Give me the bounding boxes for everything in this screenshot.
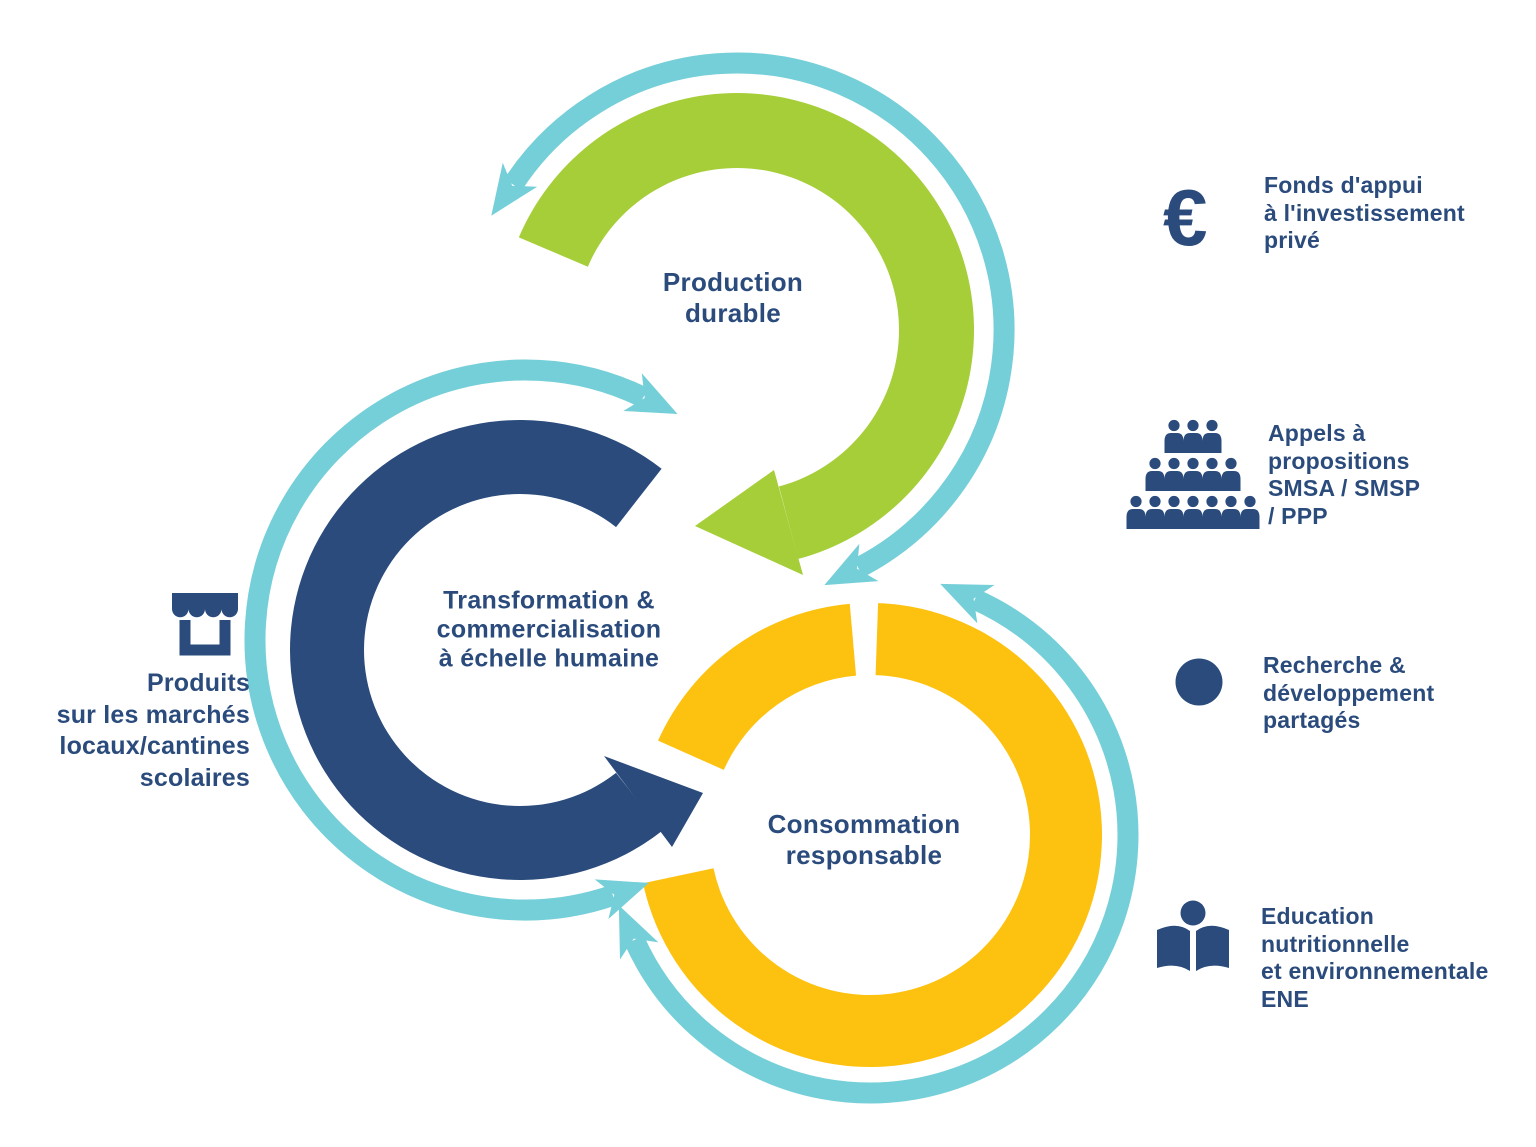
note-line: partagés [1263,707,1361,733]
note-line: SMSA / SMSP [1268,475,1421,501]
node-label-line: responsable [785,840,943,870]
note-line: Recherche & [1263,652,1406,678]
note-education-ene: Education nutritionnelle et environnemen… [1261,903,1488,1013]
note-line: et environnementale [1261,958,1489,984]
note-appels-propositions: Appels à propositions SMSA / SMSP / PPP [1268,420,1420,530]
note-recherche-developpement: Recherche & développement partagés [1263,652,1434,735]
orbit-production-arrowhead [491,162,538,216]
note-produits-marches: Produits sur les marchés locaux/cantines… [0,668,250,794]
orbit-transformation-arrowhead [623,373,678,414]
orbit-consommation-arc [624,589,1139,1104]
ring-transformation [290,420,662,880]
orbit-transformation-arc [244,359,648,921]
filled-circle-icon [1175,658,1223,706]
orbit-transformation-arrowhead [594,879,649,920]
node-label-line: à échelle humaine [438,644,660,673]
note-fonds-appui: Fonds d'appui à l'investissement privé [1264,172,1465,255]
euro-icon: € [1163,173,1208,262]
node-label-line: Production [662,267,804,297]
node-label-line: Transformation & [443,586,655,615]
note-line: à l'investissement [1264,199,1465,226]
open-book-reader-icon [1157,900,1229,971]
note-line: ENE [1261,985,1309,1012]
ring-transformation-arrowhead [604,756,703,847]
ring-consommation-main [643,603,1103,1068]
orbit-consommation-arrowhead [940,583,995,624]
ring-production [518,92,974,559]
note-line: nutritionnelle [1261,930,1410,957]
node-label-production: Production durable [663,267,803,329]
ring-consommation-segment [658,603,857,770]
ring-production-arrowhead [695,470,803,575]
node-label-consommation: Consommation responsable [768,809,961,871]
orbit-consommation-arrowhead [618,905,659,960]
note-line: développement [1263,679,1435,706]
note-line: Fonds d'appui [1264,172,1423,198]
note-line: sur les marchés [56,700,250,729]
market-stall-icon [172,593,238,656]
note-line: Education [1261,903,1374,929]
node-label-line: Consommation [767,809,961,839]
orbit-production-arc [504,52,1015,578]
note-line: privé [1264,227,1320,253]
note-line: Appels à [1268,420,1366,446]
note-line: scolaires [139,763,250,792]
orbit-production-arrowhead [824,543,879,586]
note-line: / PPP [1268,502,1328,529]
note-line: propositions [1268,447,1410,474]
people-group-icon [1126,419,1260,529]
node-label-line: commercialisation [436,615,662,644]
note-line: locaux/cantines [59,732,250,760]
node-label-transformation: Transformation & commercialisation à éch… [437,587,662,674]
note-line: Produits [147,669,250,697]
node-label-line: durable [684,298,781,328]
